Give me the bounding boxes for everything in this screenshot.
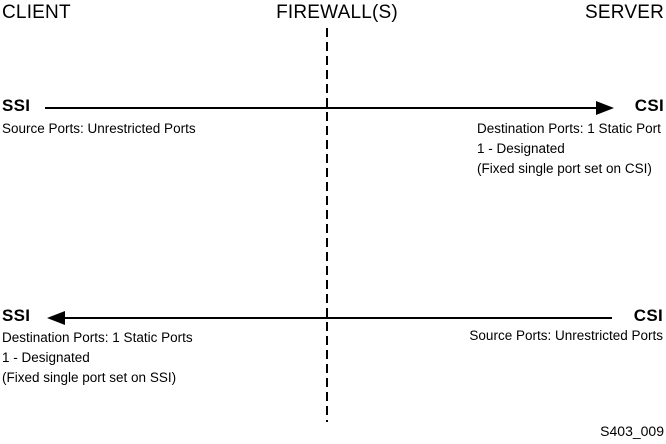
firewall-column-header: FIREWALL(S) — [276, 2, 398, 23]
bottom-flow-source-note: Source Ports: Unrestricted Ports — [469, 328, 663, 343]
firewall-dashed-line — [326, 28, 328, 422]
figure-id: S403_009 — [600, 423, 664, 439]
top-flow-arrow-line — [45, 107, 597, 109]
bottom-flow-dest-note-line-3: (Fixed single port set on SSI) — [2, 370, 177, 385]
server-column-header: SERVER — [585, 2, 664, 23]
bottom-flow-dest-note-line-1: Destination Ports: 1 Static Ports — [2, 330, 193, 345]
bottom-flow-csi-label: CSI — [633, 306, 663, 325]
top-flow-source-note: Source Ports: Unrestricted Ports — [2, 121, 196, 136]
bottom-flow-left-arrow-icon — [47, 311, 65, 325]
bottom-flow-ssi-label: SSI — [2, 306, 31, 325]
top-flow-dest-note-line-1: Destination Ports: 1 Static Port — [477, 121, 661, 136]
top-flow-ssi-label: SSI — [2, 96, 31, 115]
top-flow-right-arrow-icon — [596, 101, 614, 115]
top-flow-dest-note: Destination Ports: 1 Static Port 1 - Des… — [477, 119, 661, 179]
client-column-header: CLIENT — [2, 2, 71, 23]
bottom-flow-arrow-line — [63, 317, 612, 319]
bottom-flow-dest-note: Destination Ports: 1 Static Ports 1 - De… — [2, 328, 193, 388]
top-flow-csi-label: CSI — [634, 96, 664, 115]
top-flow-dest-note-line-2: 1 - Designated — [477, 141, 565, 156]
top-flow-dest-note-line-3: (Fixed single port set on CSI) — [477, 161, 652, 176]
bottom-flow-dest-note-line-2: 1 - Designated — [2, 350, 90, 365]
